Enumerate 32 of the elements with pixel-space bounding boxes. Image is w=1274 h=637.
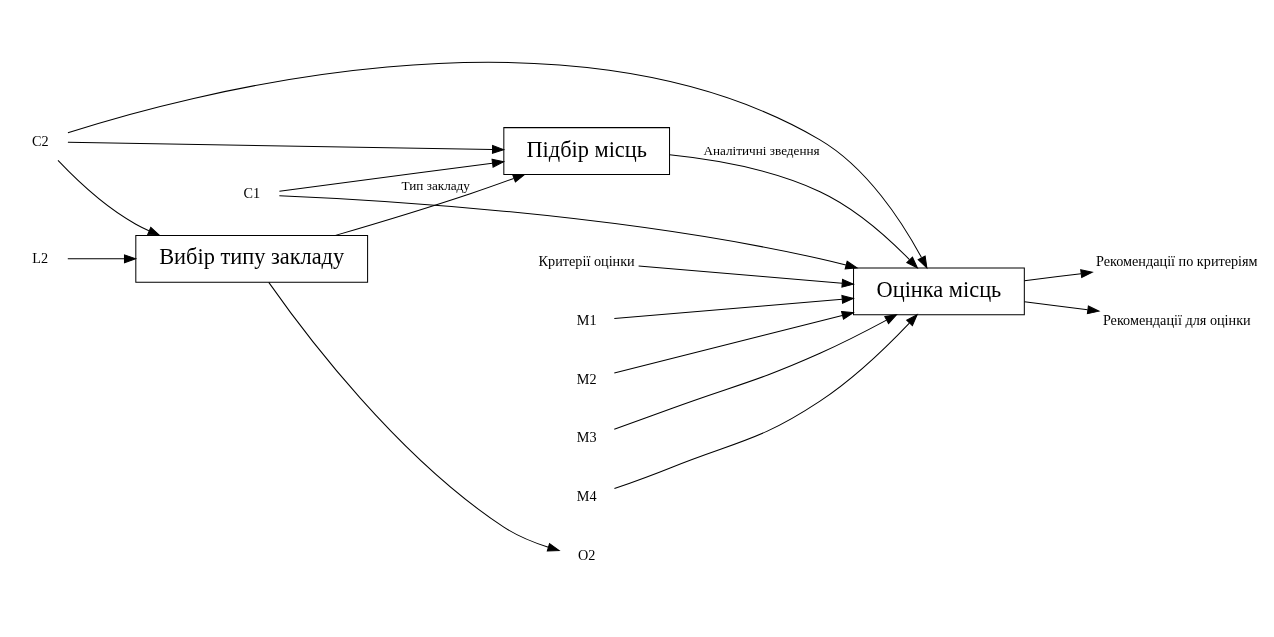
node-text: O2 <box>577 547 596 564</box>
node-text: Рекомендації по критеріям <box>1096 252 1258 269</box>
node-text: Критерії оцінки <box>538 252 635 269</box>
arrow <box>1023 269 1094 282</box>
node-text: M3 <box>576 429 597 446</box>
node-text: C1 <box>243 185 260 202</box>
arrow <box>67 62 928 270</box>
arrow <box>268 281 561 552</box>
node-text: C2 <box>31 132 49 149</box>
edge-label: Тип закладу <box>401 178 470 194</box>
arrow <box>613 314 898 430</box>
arrow <box>67 141 506 155</box>
arrow <box>638 265 855 288</box>
arrow <box>613 311 855 374</box>
node-text: Рекомендації для оцінки <box>1102 311 1251 328</box>
arrow <box>278 158 506 192</box>
arrow <box>57 159 161 236</box>
arrow <box>669 154 919 269</box>
edge-label: Аналітичні зведення <box>703 143 820 159</box>
node-box: Вибір типу закладу <box>135 234 369 283</box>
node-text: M1 <box>576 311 597 328</box>
node-text: L2 <box>32 249 49 266</box>
node-box: Підбір місць <box>503 127 671 175</box>
arrow <box>613 294 855 320</box>
node-text: M4 <box>576 488 597 505</box>
arrow <box>1023 301 1101 315</box>
node-text: M2 <box>576 370 597 387</box>
arrow <box>613 313 919 490</box>
arrow <box>67 254 138 264</box>
arrow <box>335 173 526 236</box>
arrow <box>278 195 859 270</box>
node-box: Оцінка місць <box>853 267 1025 316</box>
